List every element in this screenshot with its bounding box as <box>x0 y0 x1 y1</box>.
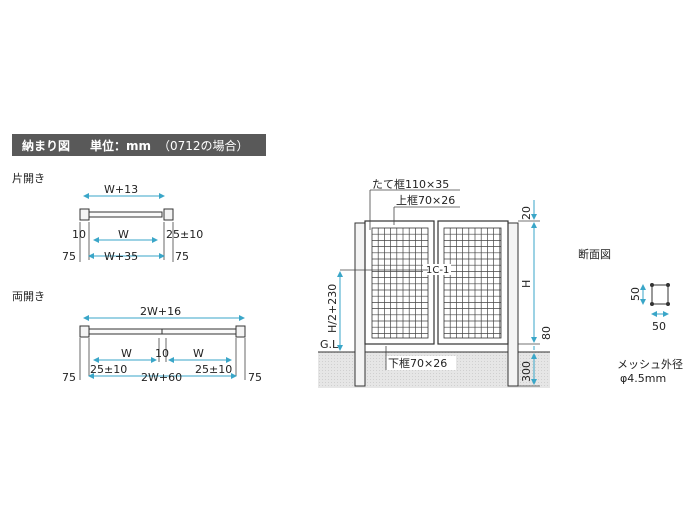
double-left-post <box>79 325 90 338</box>
header-background <box>12 134 266 156</box>
header-unit: 単位：mm <box>90 138 151 153</box>
header-bar: 納まり図 単位：mm （0712の場合） <box>12 134 266 156</box>
mesh-border <box>371 227 429 339</box>
embed-depth-label: 300 <box>520 361 533 382</box>
mesh-diameter-label: メッシュ外径 <box>617 358 683 371</box>
section-wire-node <box>666 302 670 306</box>
lock-label-bg <box>423 264 451 275</box>
single-middle-dim: W <box>118 228 129 241</box>
double-top-dim: 2W+16 <box>140 305 181 318</box>
vertical-frame-label: たて框110×35 <box>372 178 449 191</box>
section-width-dim: 50 <box>652 320 666 333</box>
header-title: 納まり図 <box>22 138 70 153</box>
single-right-post <box>163 208 174 221</box>
upper-frame-label: 上框70×26 <box>396 194 455 207</box>
bottom-gap-label: 80 <box>540 326 553 340</box>
double-gap-right: 25±10 <box>195 363 232 376</box>
double-swing-label: 両開き <box>12 290 45 303</box>
handle-height-label: H/2+230 <box>326 284 339 333</box>
mesh-diameter-value: φ4.5mm <box>620 372 666 385</box>
single-right-dim: 25±10 <box>166 228 203 241</box>
single-swing-label: 片開き <box>12 172 45 185</box>
double-gap-left: 25±10 <box>90 363 127 376</box>
double-right-post <box>235 325 246 338</box>
section-view: 断面図 50 50 メッシュ外径 φ4.5mm <box>578 247 683 385</box>
mesh-border <box>443 227 502 339</box>
lock-label: 1C-1 <box>426 265 449 276</box>
section-wire-node <box>650 283 654 287</box>
lower-frame-label: 下框70×26 <box>388 357 447 370</box>
header-note: （0712の場合） <box>158 138 249 153</box>
double-bottom-middle: 2W+60 <box>141 371 182 384</box>
double-w-right: W <box>193 347 204 360</box>
double-swing-plan: 両開き 2W+16 W 10 W 25±10 2W+60 25±10 75 75 <box>12 290 262 384</box>
gate-elevation: G.L たて框110×35 上框70×26 1C-1 下框70×26 H/2+2… <box>318 178 553 388</box>
top-offset-label: 20 <box>520 206 533 220</box>
lower-frame-label-bg <box>386 356 456 370</box>
double-w-left: W <box>121 347 132 360</box>
single-left-post <box>79 208 90 221</box>
left-door-frame <box>364 220 435 345</box>
left-post <box>354 222 366 387</box>
single-bottom-left: 75 <box>62 250 76 263</box>
single-door-leaf <box>88 211 163 218</box>
single-swing-plan: 片開き W+13 10 W 25±10 75 W+35 75 <box>12 172 203 263</box>
section-label: 断面図 <box>578 247 611 261</box>
left-door-mesh <box>371 227 429 339</box>
section-height-dim: 50 <box>629 287 642 301</box>
single-top-dim: W+13 <box>104 183 138 196</box>
double-bottom-left: 75 <box>62 371 76 384</box>
right-door-mesh <box>443 227 502 339</box>
double-bottom-right: 75 <box>248 371 262 384</box>
right-door-frame <box>437 220 509 345</box>
double-center-dim: 10 <box>155 347 169 360</box>
right-post <box>507 222 519 387</box>
ground-label: G.L <box>320 338 339 351</box>
single-left-dim: 10 <box>72 228 86 241</box>
h-label: H <box>520 280 533 288</box>
single-bottom-middle: W+35 <box>104 250 138 263</box>
section-wire-node <box>650 302 654 306</box>
single-bottom-right: 75 <box>175 250 189 263</box>
section-wire-node <box>666 283 670 287</box>
